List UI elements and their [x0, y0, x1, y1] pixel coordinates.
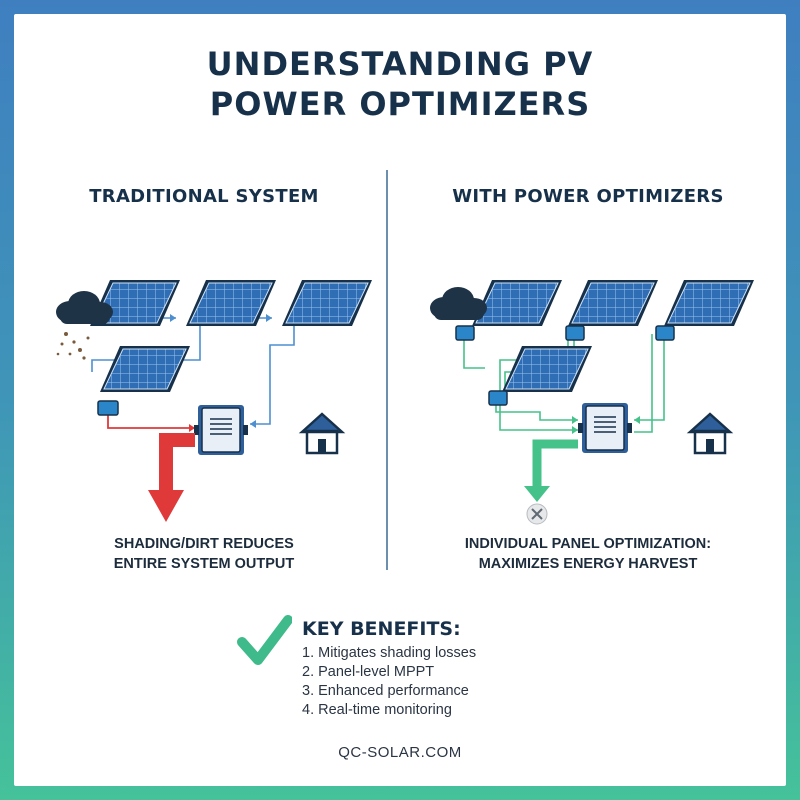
solar-panel-icon	[663, 279, 755, 327]
key-benefits: KEY BENEFITS: 1. Mitigates shading losse…	[236, 612, 596, 722]
benefits-list: 1. Mitigates shading losses 2. Panel-lev…	[302, 644, 476, 720]
solar-panel-icon	[567, 279, 659, 327]
shaded-solar-panel-icon	[99, 345, 191, 393]
red-wire-arrow	[189, 424, 195, 432]
left-caption-line-2: ENTIRE SYSTEM OUTPUT	[113, 556, 295, 572]
dirt-particles	[56, 332, 90, 360]
close-icon	[526, 503, 548, 525]
optimizer-icon	[455, 325, 475, 341]
down-arrow-icon	[148, 433, 195, 522]
optimizer-icon	[655, 325, 675, 341]
page-title: UNDERSTANDING PV POWER OPTIMIZERS	[0, 44, 800, 124]
junction-box-icon	[97, 400, 119, 416]
title-line-2: POWER OPTIMIZERS	[209, 85, 591, 123]
left-panel-heading: TRADITIONAL SYSTEM	[89, 186, 319, 207]
benefit-item: 3. Enhanced performance	[302, 683, 469, 699]
left-wire-arrows	[170, 314, 272, 428]
benefits-heading: KEY BENEFITS:	[302, 618, 461, 640]
left-caption-line-1: SHADING/DIRT REDUCES	[114, 536, 294, 552]
traditional-system-diagram	[56, 279, 373, 522]
solar-panel-icon	[501, 345, 593, 393]
panel-divider	[386, 170, 388, 570]
down-arrow-icon	[524, 439, 578, 502]
house-icon	[688, 412, 732, 455]
benefit-item: 4. Real-time monitoring	[302, 702, 452, 718]
inverter-icon	[193, 404, 249, 456]
optimizer-icon	[565, 325, 585, 341]
house-icon	[300, 412, 344, 455]
infographic-card	[14, 14, 786, 786]
benefit-item: 2. Panel-level MPPT	[302, 664, 435, 680]
cloud-icon	[430, 287, 487, 320]
inverter-icon	[577, 402, 633, 454]
right-caption: INDIVIDUAL PANEL OPTIMIZATION: MAXIMIZES…	[398, 534, 778, 574]
left-caption: SHADING/DIRT REDUCES ENTIRE SYSTEM OUTPU…	[14, 534, 394, 574]
optimizer-icon	[488, 390, 508, 406]
solar-panel-icon	[281, 279, 373, 327]
benefit-item: 1. Mitigates shading losses	[302, 645, 477, 661]
footer-url[interactable]: QC-SOLAR.COM	[338, 744, 462, 761]
solar-panel-icon	[185, 279, 277, 327]
title-line-1: UNDERSTANDING PV	[206, 45, 594, 83]
right-panel-heading: WITH POWER OPTIMIZERS	[452, 186, 724, 207]
optimizer-system-diagram	[430, 279, 755, 525]
solar-panel-icon	[471, 279, 563, 327]
right-caption-line-1: INDIVIDUAL PANEL OPTIMIZATION:	[464, 536, 712, 552]
right-wire-arrows	[572, 416, 640, 434]
check-icon	[237, 615, 292, 665]
right-caption-line-2: MAXIMIZES ENERGY HARVEST	[478, 556, 698, 572]
